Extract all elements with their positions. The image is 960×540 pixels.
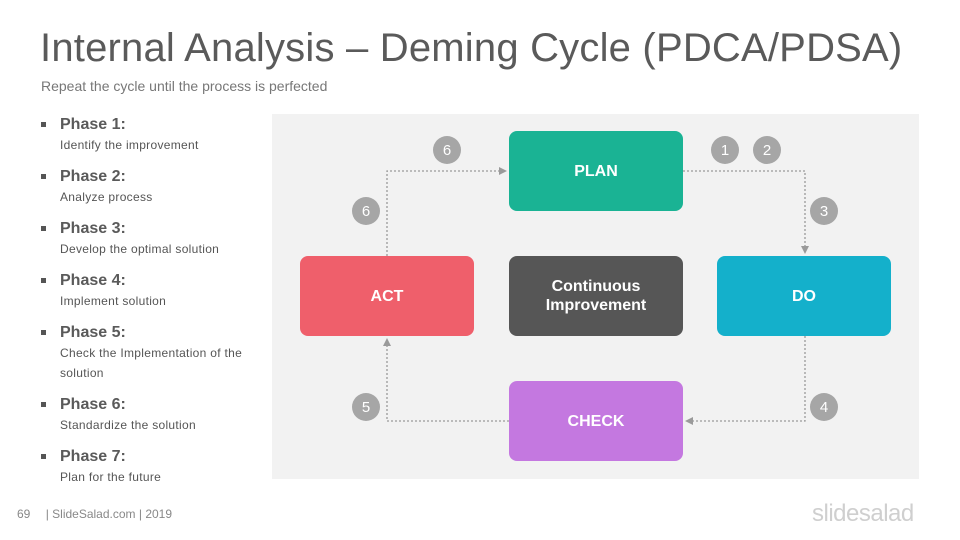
phase-title: Phase 7:	[60, 448, 126, 465]
check-box: CHECK	[509, 381, 683, 461]
step-badge-6-top: 6	[433, 136, 461, 164]
phase-item-4: Phase 4: Implement solution	[40, 271, 265, 311]
phase-description: Implement solution	[60, 294, 167, 308]
footer-credit: | SlideSalad.com | 2019	[45, 507, 173, 521]
slide-title: Internal Analysis – Deming Cycle (PDCA/P…	[40, 26, 903, 70]
step-badge-5: 5	[352, 393, 380, 421]
step-badge-2: 2	[753, 136, 781, 164]
arrow-plan-to-do	[683, 170, 809, 254]
step-badge-3: 3	[810, 197, 838, 225]
arrow-act-to-plan	[386, 167, 507, 256]
act-label: ACT	[370, 287, 404, 305]
phase-title: Phase 6:	[60, 396, 126, 413]
slide-subtitle: Repeat the cycle until the process is pe…	[41, 78, 328, 94]
slidesalad-logo: slidesalad	[812, 500, 914, 527]
plan-box: PLAN	[509, 131, 683, 211]
phase-item-3: Phase 3: Develop the optimal solution	[40, 219, 265, 259]
bullet-icon	[41, 278, 46, 283]
step-badge-4: 4	[810, 393, 838, 421]
plan-label: PLAN	[574, 162, 618, 180]
check-label: CHECK	[567, 412, 625, 430]
phase-item-6: Phase 6: Standardize the solution	[40, 395, 265, 435]
do-label: DO	[792, 287, 816, 305]
phase-item-5: Phase 5: Check the Implementation of the…	[40, 323, 265, 383]
bullet-icon	[41, 122, 46, 127]
phase-description: Plan for the future	[60, 470, 162, 484]
phase-description: Check the Implementation of the solution	[60, 346, 243, 380]
bullet-icon	[41, 454, 46, 459]
continuous-improvement-box: Continuous Improvement	[509, 256, 683, 336]
footer: 69 | SlideSalad.com | 2019	[17, 507, 172, 521]
bullet-icon	[41, 330, 46, 335]
do-box: DO	[717, 256, 891, 336]
phase-title: Phase 1:	[60, 116, 126, 133]
phase-title: Phase 3:	[60, 220, 126, 237]
phase-item-1: Phase 1: Identify the improvement	[40, 115, 265, 155]
phase-description: Identify the improvement	[60, 138, 199, 152]
step-badge-1: 1	[711, 136, 739, 164]
phase-title: Phase 2:	[60, 168, 126, 185]
phase-description: Analyze process	[60, 190, 153, 204]
bullet-icon	[41, 402, 46, 407]
bullet-icon	[41, 174, 46, 179]
arrow-check-to-act	[383, 338, 509, 422]
arrow-do-to-check	[685, 336, 806, 425]
phase-item-2: Phase 2: Analyze process	[40, 167, 265, 207]
phase-title: Phase 5:	[60, 324, 126, 341]
center-label: Continuous Improvement	[545, 278, 647, 314]
phase-item-7: Phase 7: Plan for the future	[40, 447, 265, 487]
phase-description: Standardize the solution	[60, 418, 196, 432]
phase-title: Phase 4:	[60, 272, 126, 289]
phase-description: Develop the optimal solution	[60, 242, 220, 256]
page-number: 69	[17, 507, 31, 521]
bullet-icon	[41, 226, 46, 231]
act-box: ACT	[300, 256, 474, 336]
step-badge-6-left: 6	[352, 197, 380, 225]
phase-list: Phase 1: Identify the improvement Phase …	[40, 115, 265, 499]
